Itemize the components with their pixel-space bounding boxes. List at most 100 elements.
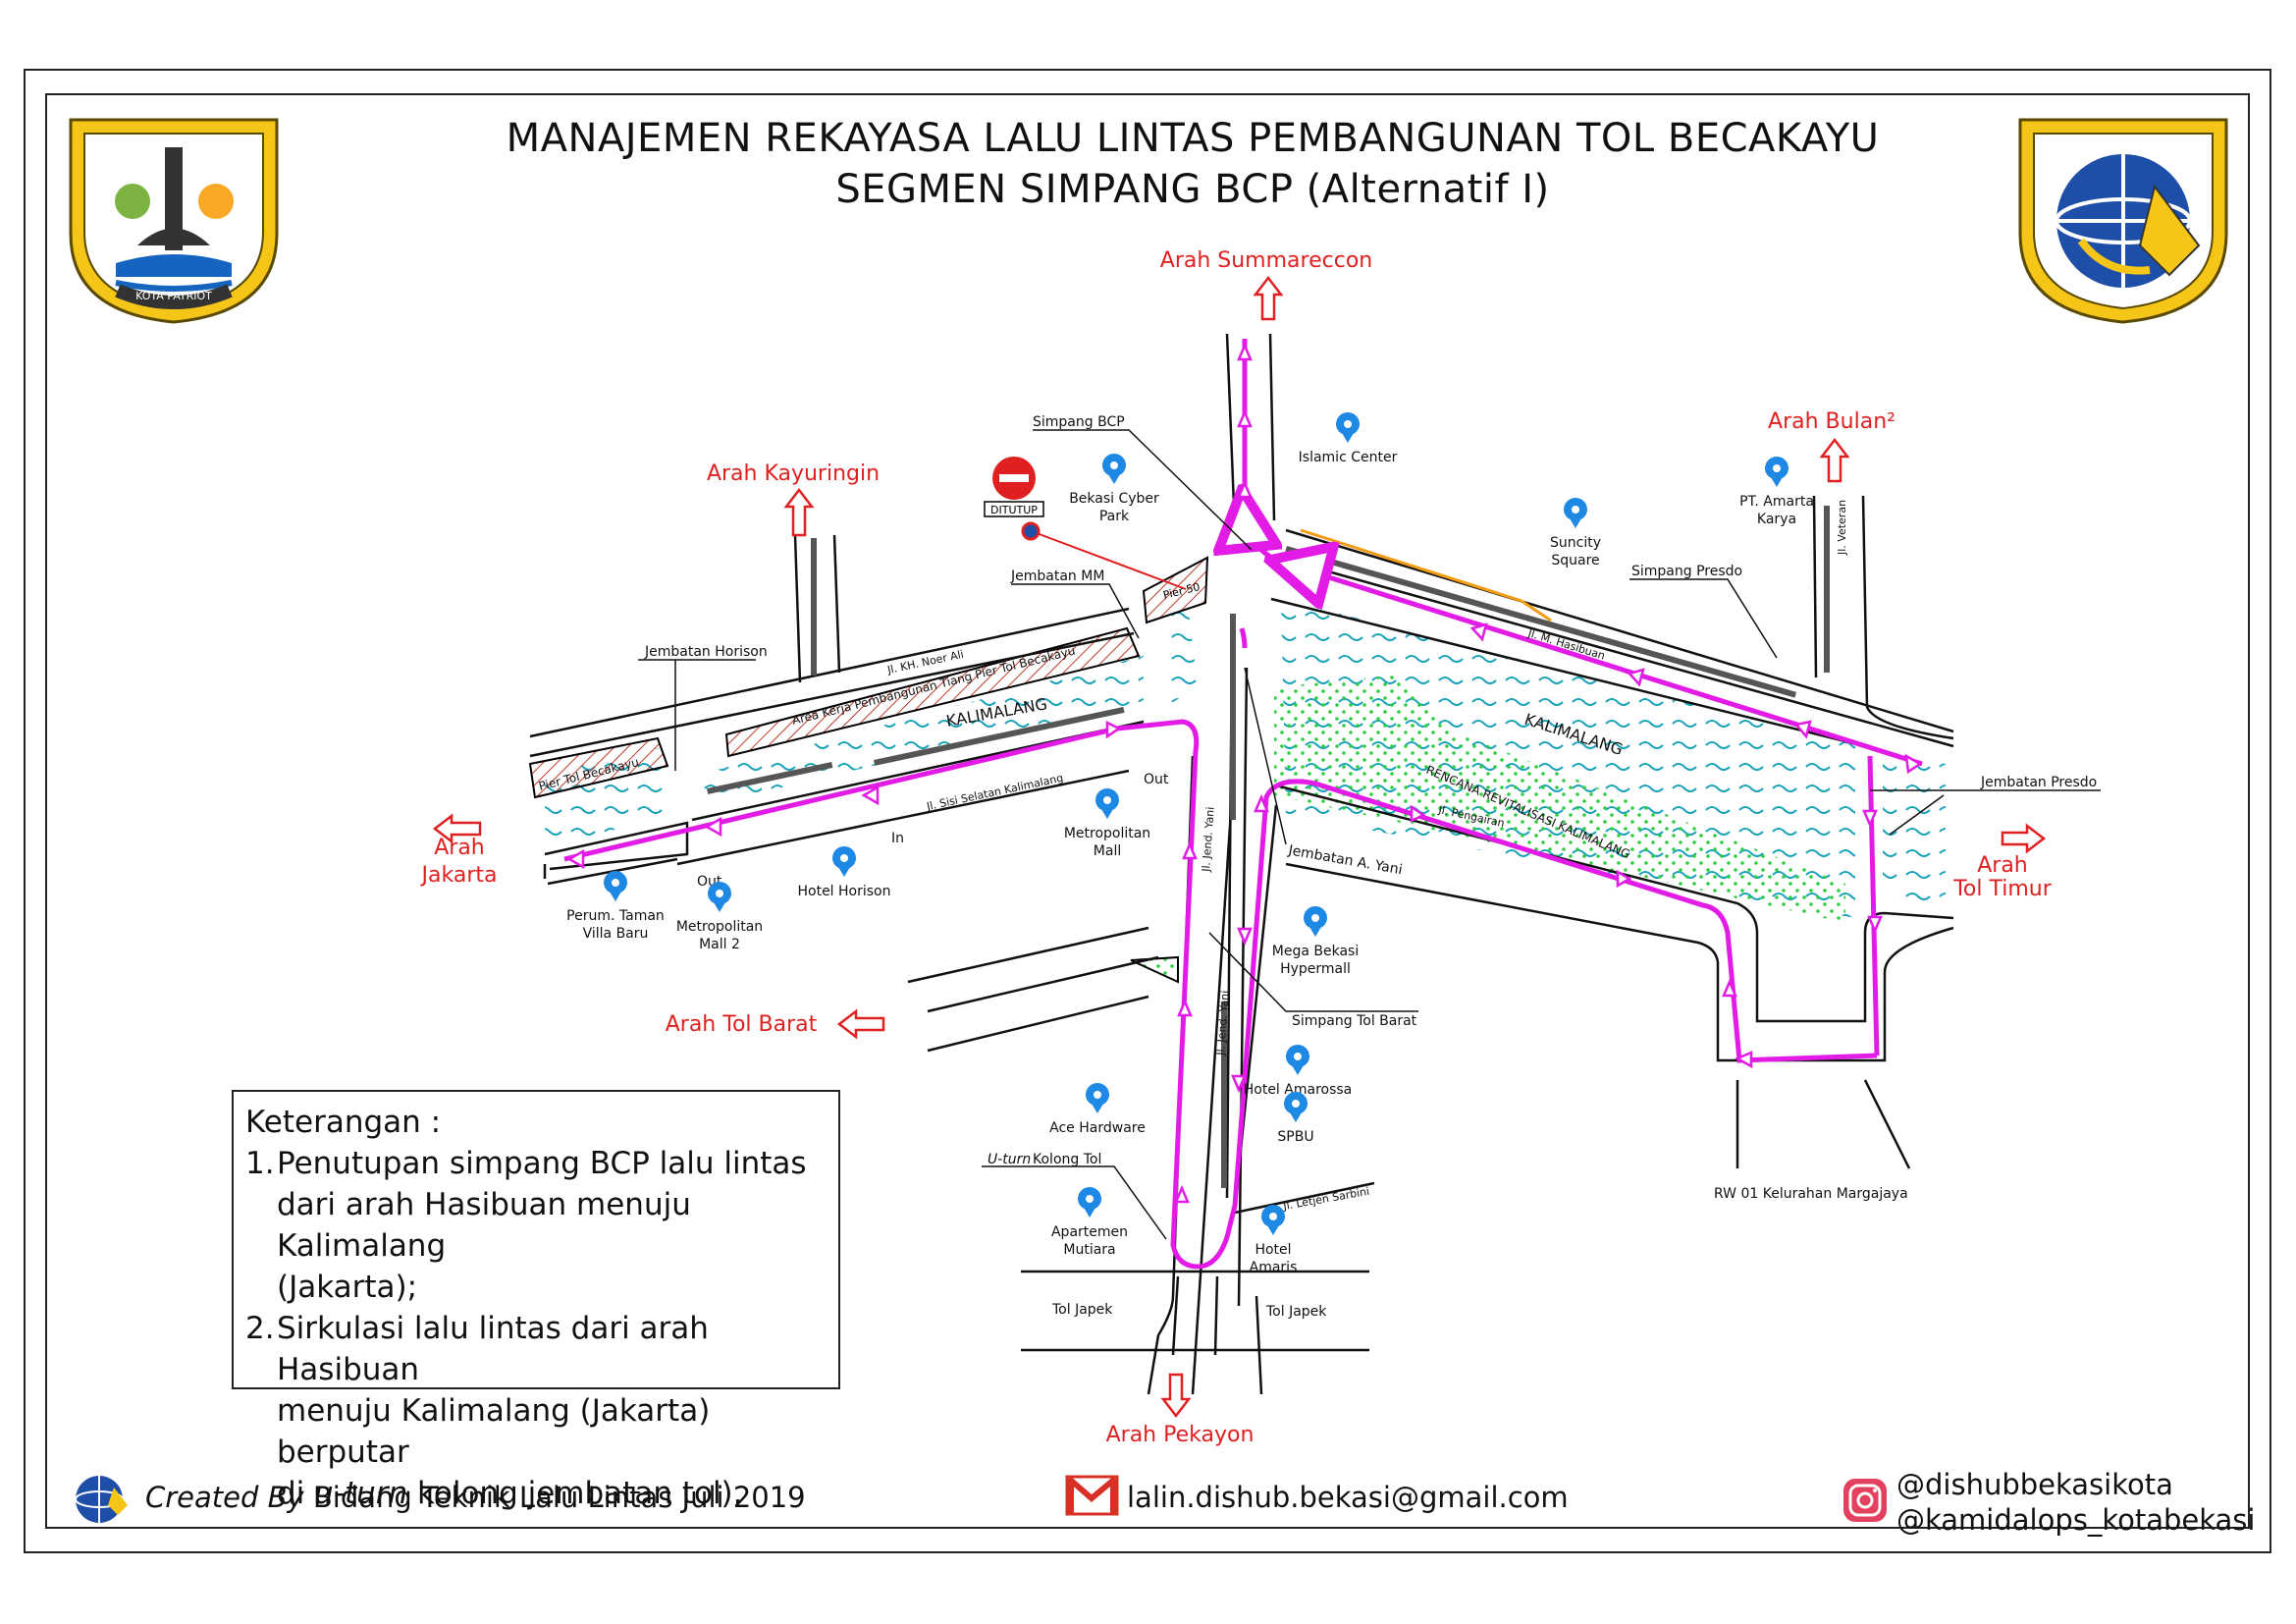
revitalization-area	[1274, 676, 1845, 923]
legend-box: Keterangan : 1.Penutupan simpang BCP lal…	[232, 1090, 840, 1511]
poi-label: Suncity	[1550, 535, 1601, 551]
poi-label: Metropolitan	[1064, 826, 1150, 841]
poi-label: Karya	[1757, 512, 1796, 527]
street-jend-yani-2: Jl. Jend. Yani	[1214, 990, 1232, 1056]
gmail-icon	[1065, 1475, 1119, 1516]
footer-created-by: Created By	[145, 1481, 304, 1514]
label-simpang-tol-barat: Simpang Tol Barat	[1292, 1013, 1417, 1029]
poi-label: Apartemen	[1051, 1224, 1128, 1240]
medians	[707, 506, 1830, 1188]
street-veteran: Jl. Veteran	[1836, 500, 1848, 556]
poi-label: Hypermall	[1280, 961, 1351, 977]
dir-summareccon: Arah Summareccon	[1160, 248, 1372, 273]
footer-ig-1[interactable]: @dishubbekasikota	[1896, 1468, 2173, 1501]
footer-ig-2[interactable]: @kamidalops_kotabekasi	[1896, 1503, 2256, 1537]
map-pin-dot	[1094, 1091, 1101, 1099]
poi-label: Square	[1551, 553, 1599, 568]
poi-label: Mega Bekasi	[1272, 944, 1359, 959]
poi-label: Hotel	[1255, 1242, 1291, 1258]
poi-label: Perum. Taman	[566, 908, 665, 924]
legend-item2-line3a: di	[277, 1476, 315, 1511]
label-uturn: U-turn	[988, 1152, 1031, 1167]
leader-lines	[638, 429, 2101, 1240]
dir-bulan: Arah Bulan²	[1768, 409, 1896, 434]
dishub-emblem-icon	[2018, 118, 2228, 324]
map-pin-dot	[1311, 914, 1319, 922]
dishub-globe-icon	[75, 1476, 128, 1523]
poi-label: Mutiara	[1063, 1242, 1115, 1258]
footer-created-rest: Bidang Teknik Lalu Lintas Juli 2019	[303, 1481, 806, 1514]
map-pin-dot	[1110, 461, 1118, 469]
label-simpang-bcp: Simpang BCP	[1033, 414, 1125, 430]
legend-item1-num: 1.	[245, 1146, 275, 1181]
street-jend-yani-1: Jl. Jend. Yani	[1200, 806, 1217, 873]
map-pin-dot	[1103, 796, 1111, 804]
pier-work-areas	[528, 556, 1209, 799]
map-pin-dot	[612, 879, 619, 887]
map-pin-dot	[1773, 464, 1781, 472]
closure-label: DITUTUP	[990, 504, 1038, 516]
legend-item2-line3b: u-turn	[314, 1476, 408, 1511]
poi-label: Hotel Amarossa	[1244, 1082, 1353, 1098]
no-entry-sign-icon	[984, 457, 1044, 541]
label-tol-japek-1: Tol Japek	[1051, 1302, 1113, 1318]
label-uturn-rest: Kolong Tol	[1033, 1152, 1101, 1167]
legend-item1-line3: (Jakarta);	[277, 1270, 418, 1305]
label-simpang-presdo: Simpang Presdo	[1631, 564, 1742, 579]
label-jembatan-horison: Jembatan Horison	[644, 644, 768, 660]
kota-bekasi-emblem-icon: KOTA PATRIOT	[69, 118, 279, 324]
legend-item2-line2: menuju Kalimalang (Jakarta) berputar	[277, 1393, 711, 1470]
poi-label: Villa Baru	[583, 926, 649, 942]
label-out-1: Out	[1144, 772, 1169, 787]
dir-tol-timur-1: Arah	[1977, 853, 2028, 878]
legend-title: Keterangan :	[245, 1105, 442, 1140]
route-arrows	[566, 342, 1923, 1204]
poi-label: Hotel Horison	[797, 884, 890, 899]
poi-label: Ace Hardware	[1049, 1120, 1146, 1136]
map-pin-dot	[1294, 1053, 1302, 1060]
poi-label: Bekasi Cyber	[1069, 491, 1159, 507]
map-pin-dot	[1292, 1100, 1300, 1108]
dir-pekayon: Arah Pekayon	[1106, 1423, 1255, 1447]
legend-item1-line1: Penutupan simpang BCP lalu lintas	[277, 1146, 807, 1181]
direction-arrows	[432, 275, 2047, 1419]
traffic-route	[563, 339, 1923, 1270]
street-sisi-selatan: Jl. Sisi Selatan Kalimalang	[925, 772, 1064, 813]
dir-kayuringin: Arah Kayuringin	[707, 461, 880, 486]
poi-label: Islamic Center	[1299, 450, 1398, 465]
label-rw01: RW 01 Kelurahan Margajaya	[1714, 1186, 1908, 1202]
poi-label: Metropolitan	[676, 919, 763, 935]
label-in: In	[891, 831, 904, 846]
dir-jakarta-2: Jakarta	[420, 863, 498, 888]
map-pin-dot	[1344, 420, 1352, 428]
map-pin-dot	[1572, 506, 1579, 514]
poi-label: Mall 2	[699, 937, 740, 952]
map-pin-dot	[1086, 1195, 1094, 1203]
label-tol-japek-2: Tol Japek	[1265, 1304, 1327, 1320]
legend-item2-line1: Sirkulasi lalu lintas dari arah Hasibuan	[277, 1311, 709, 1387]
instagram-icon	[1843, 1479, 1887, 1522]
orange-boundary	[1300, 528, 1552, 623]
map-pin-dot	[716, 890, 723, 897]
dir-tol-barat: Arah Tol Barat	[666, 1012, 818, 1037]
label-jembatan-ayani: Jembatan A. Yani	[1286, 842, 1403, 878]
dir-tol-timur-2: Tol Timur	[1952, 877, 2053, 901]
poi-label: PT. Amarta	[1739, 494, 1814, 510]
closure-pointer	[1028, 529, 1187, 590]
dir-jakarta-1: Arah	[434, 836, 485, 860]
footer-social: @dishubbekasikota @kamidalops_kotabekasi	[1896, 1467, 2255, 1538]
legend-item1-line2: dari arah Hasibuan menuju Kalimalang	[277, 1187, 691, 1264]
map-pin-dot	[1269, 1213, 1277, 1220]
outer-frame	[24, 69, 2271, 1553]
poi-label: Park	[1099, 509, 1130, 524]
label-jembatan-mm: Jembatan MM	[1010, 568, 1104, 584]
inner-frame	[45, 93, 2250, 1529]
emblem-text: KOTA PATRIOT	[135, 290, 212, 302]
footer-email[interactable]: lalin.dishub.bekasi@gmail.com	[1127, 1481, 1569, 1514]
street-letjen: Jl. Letjen Sarbini	[1281, 1185, 1370, 1213]
footer-credit: Created By Bidang Teknik Lalu Lintas Jul…	[145, 1481, 806, 1514]
legend-item2-num: 2.	[245, 1311, 275, 1346]
poi-label: SPBU	[1277, 1129, 1313, 1145]
